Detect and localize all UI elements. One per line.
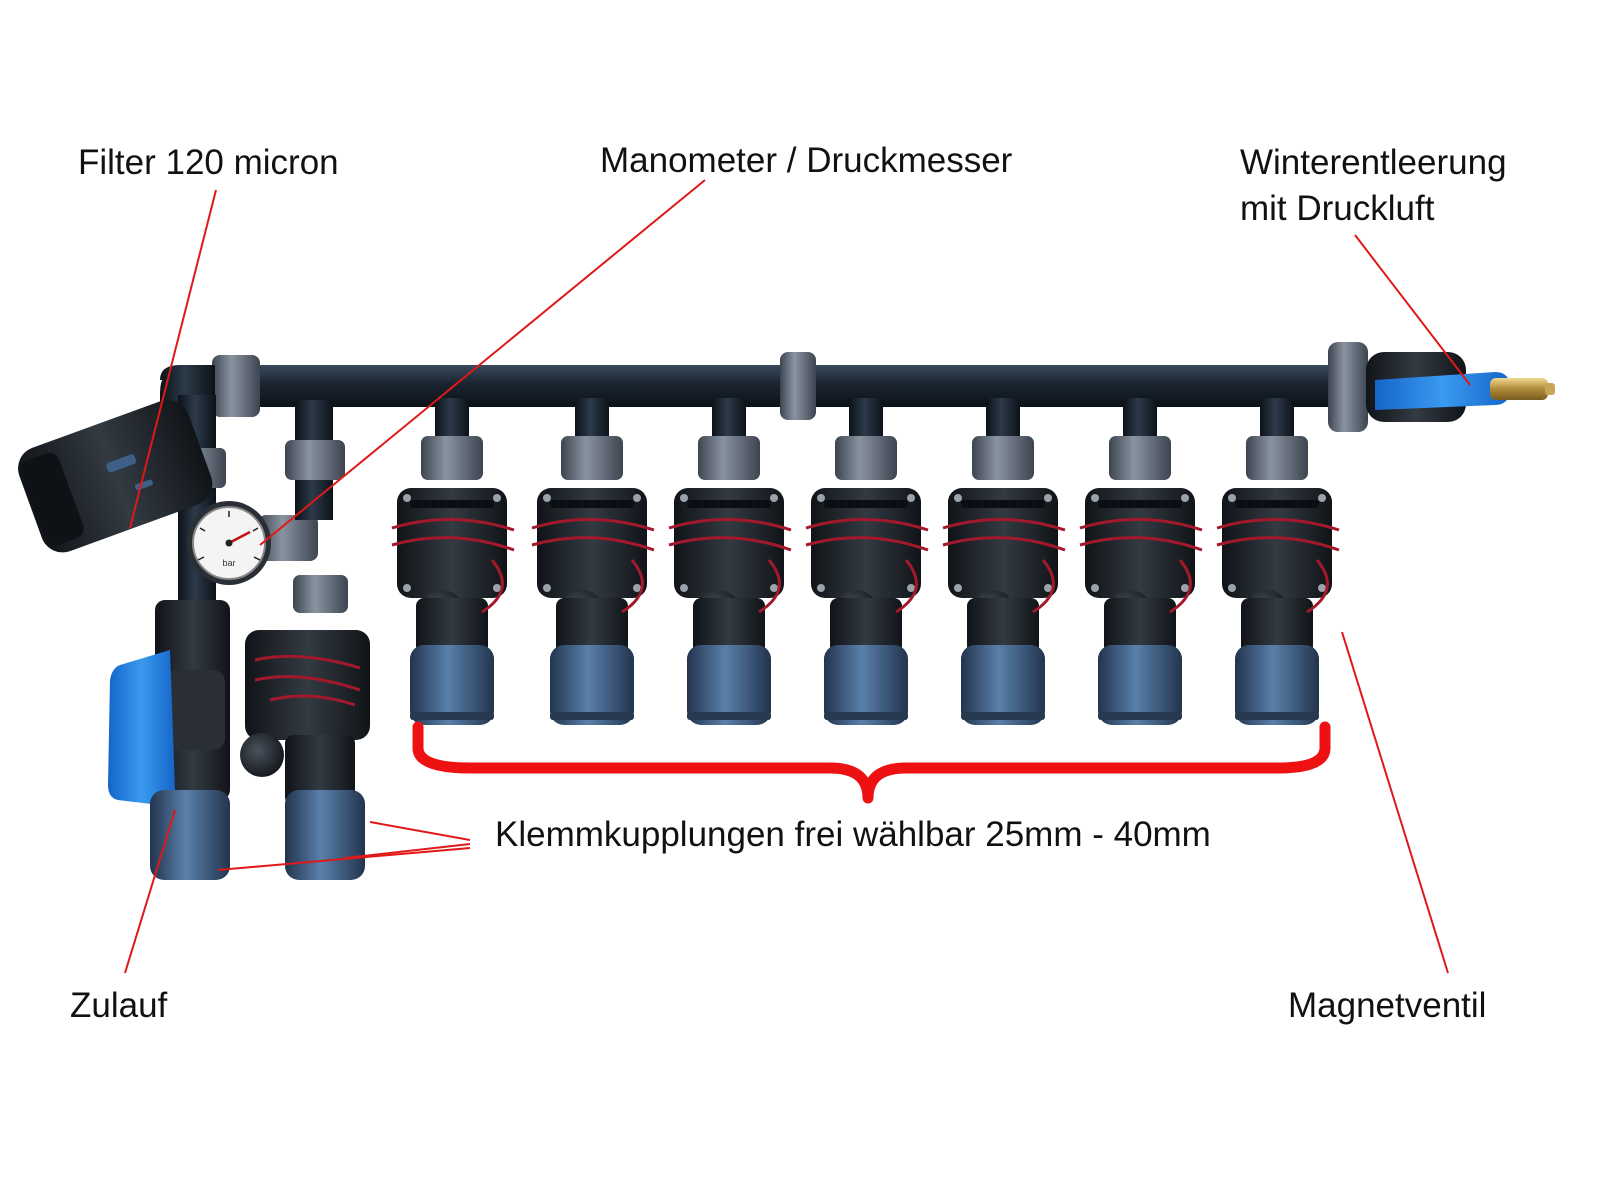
inlet-valve-center bbox=[165, 670, 225, 750]
riser-nut bbox=[285, 440, 345, 480]
label-couplings: Klemmkupplungen frei wählbar 25mm - 40mm bbox=[495, 815, 1211, 854]
valve-station bbox=[805, 398, 929, 725]
pressure-gauge-icon: bar bbox=[187, 501, 318, 585]
label-solenoid-valve: Magnetventil bbox=[1288, 986, 1487, 1025]
label-filter: Filter 120 micron bbox=[78, 143, 339, 182]
inlet-ball-handle bbox=[108, 650, 175, 805]
callout-lines bbox=[124, 179, 1471, 974]
valve-station bbox=[942, 398, 1066, 725]
compression-coupling-icon bbox=[687, 645, 771, 725]
riser-nut bbox=[293, 575, 348, 613]
main-pipe bbox=[170, 365, 1350, 407]
pipe-coupling bbox=[212, 355, 260, 417]
label-inlet: Zulauf bbox=[70, 986, 168, 1025]
valve-station bbox=[531, 398, 655, 725]
inlet-coupling bbox=[150, 790, 230, 880]
valve-station bbox=[1079, 398, 1203, 725]
bracket-brace bbox=[412, 721, 1331, 804]
solenoid-valve-icon bbox=[240, 733, 284, 777]
compression-coupling-icon bbox=[961, 645, 1045, 725]
label-winter-line2: mit Druckluft bbox=[1240, 189, 1435, 228]
compression-coupling-icon bbox=[550, 645, 634, 725]
label-manometer: Manometer / Druckmesser bbox=[600, 141, 1013, 180]
valve-body bbox=[245, 630, 370, 740]
valve-station bbox=[668, 398, 792, 725]
filter-icon bbox=[18, 399, 213, 553]
drain-handle bbox=[1375, 372, 1510, 410]
end-union bbox=[1328, 342, 1368, 432]
outlet-coupling bbox=[285, 790, 365, 880]
valve-lower bbox=[285, 735, 355, 805]
gauge-unit: bar bbox=[222, 558, 235, 568]
label-winter-line1: Winterentleerung bbox=[1240, 143, 1507, 182]
compression-coupling-icon bbox=[1098, 645, 1182, 725]
label-winter-drain: Winterentleerung mit Druckluft bbox=[1240, 140, 1507, 232]
valve-station bbox=[391, 398, 515, 725]
brass-nipple bbox=[1490, 378, 1548, 400]
pipe-coupling bbox=[780, 352, 816, 420]
valve-station bbox=[1216, 398, 1340, 725]
compression-coupling-icon bbox=[410, 645, 494, 725]
compression-coupling-icon bbox=[824, 645, 908, 725]
compression-coupling-icon bbox=[1235, 645, 1319, 725]
